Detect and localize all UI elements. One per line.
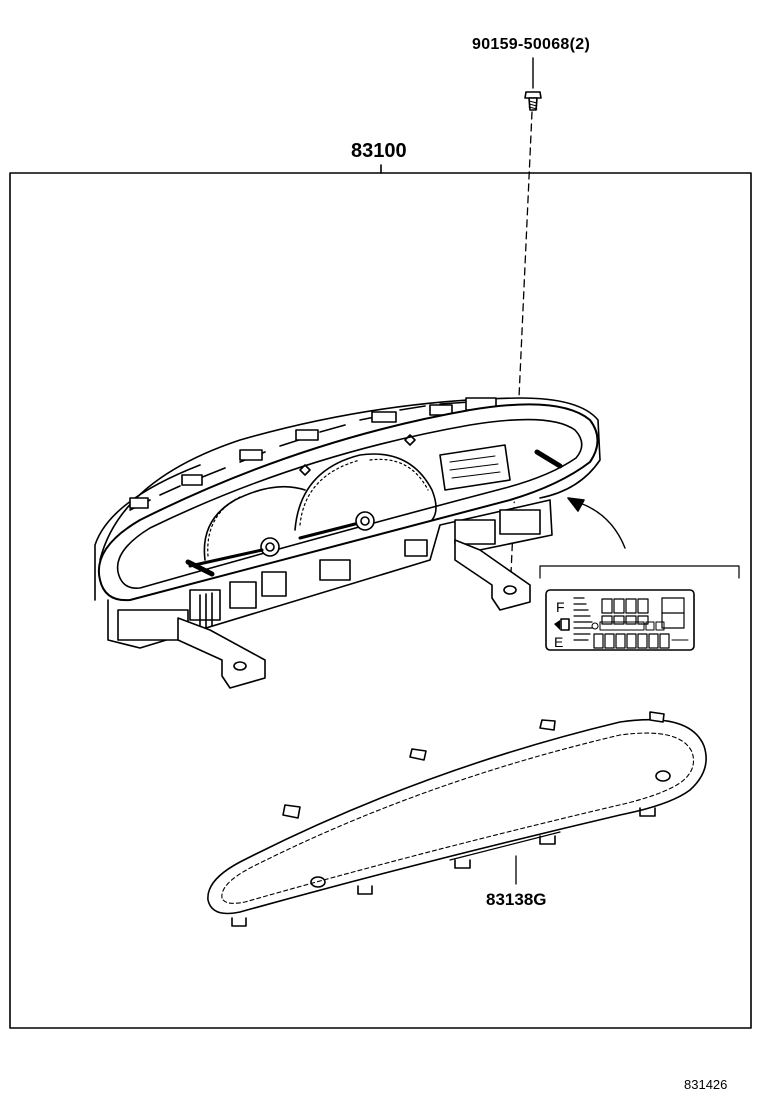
assembly-frame	[9, 164, 752, 1029]
meter-glass-drawing	[207, 711, 707, 927]
bolt-icon	[524, 57, 542, 111]
svg-text:E: E	[554, 634, 563, 650]
combination-meter-drawing	[94, 397, 601, 689]
meter-glass-part-number: 83138G	[486, 890, 547, 909]
display-detail-inset: F E	[539, 565, 740, 651]
curved-arrow-icon	[567, 497, 626, 549]
combination-meter-part-number: 83100	[351, 140, 407, 162]
svg-text:F: F	[556, 599, 565, 615]
bolt-part-number: 90159-50068(2)	[472, 36, 591, 53]
figure-id: 831426	[684, 1077, 728, 1092]
